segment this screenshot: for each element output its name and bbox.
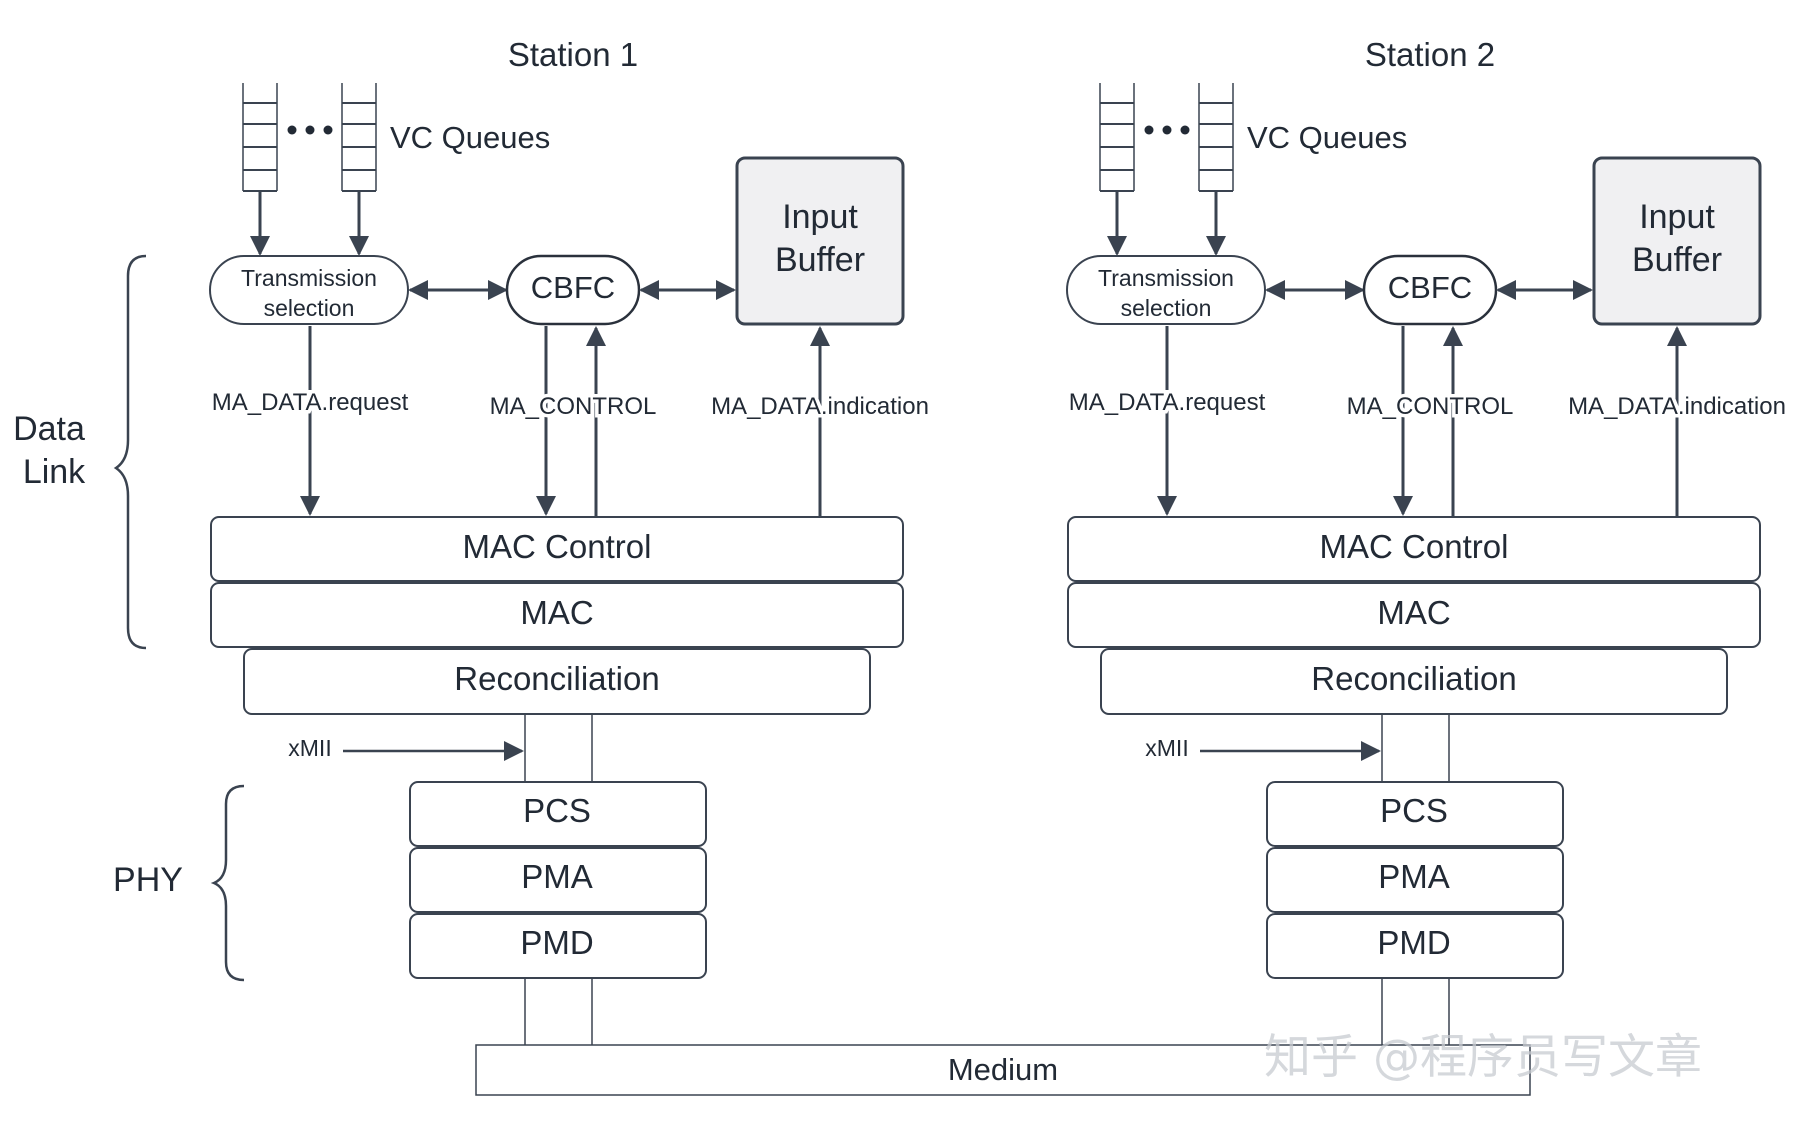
vc-queues-label: VC Queues — [390, 120, 550, 155]
transmission-selection-line2: selection — [264, 295, 355, 321]
reconciliation-label: Reconciliation — [1311, 660, 1516, 697]
data-link-label-line2: Link — [23, 453, 86, 491]
pcs-box: PCS — [409, 781, 707, 847]
vc-queue-ellipsis-icon — [287, 125, 333, 135]
pmd-label: PMD — [1377, 924, 1450, 961]
input-buffer-line1: Input — [782, 198, 858, 236]
mac-box: MAC — [210, 582, 904, 648]
phy-brace — [210, 784, 245, 982]
xmii-label: xMII — [288, 735, 331, 761]
mac-control-box: MAC Control — [1067, 516, 1761, 582]
mac-control-label: MAC Control — [1320, 528, 1509, 565]
pmd-box: PMD — [409, 913, 707, 979]
vc-queue-2 — [341, 83, 377, 192]
pcs-label: PCS — [523, 792, 591, 829]
ma-control-label: MA_CONTROL — [1347, 393, 1514, 420]
vc-queue-1 — [1099, 83, 1135, 192]
cbfc-label: CBFC — [531, 270, 615, 305]
pcs-label: PCS — [1380, 792, 1448, 829]
phy-label: PHY — [113, 861, 183, 899]
reconciliation-label: Reconciliation — [454, 660, 659, 697]
station-1-title: Station 1 — [508, 36, 638, 73]
medium-label: Medium — [948, 1052, 1058, 1087]
transmission-selection-line1: Transmission — [241, 265, 377, 291]
vc-queue-ellipsis-icon — [1144, 125, 1190, 135]
cbfc-label: CBFC — [1388, 270, 1472, 305]
data-link-label-line1: Data — [13, 410, 85, 448]
cbfc-pill: CBFC — [505, 254, 641, 326]
input-buffer-line1: Input — [1639, 198, 1715, 236]
pma-label: PMA — [521, 858, 593, 895]
xmii-interface: xMII — [1145, 715, 1450, 781]
transmission-selection-pill: Transmission selection — [209, 255, 409, 325]
mac-label: MAC — [520, 594, 593, 631]
phy-layer-group: PHY — [113, 784, 245, 982]
xmii-label: xMII — [1145, 735, 1188, 761]
input-buffer-line2: Buffer — [1632, 241, 1722, 279]
transmission-selection-line1: Transmission — [1098, 265, 1234, 291]
mac-label: MAC — [1377, 594, 1450, 631]
pma-box: PMA — [409, 847, 707, 913]
data-link-brace — [113, 254, 147, 650]
cbfc-pill: CBFC — [1362, 254, 1498, 326]
input-buffer-line2: Buffer — [775, 241, 865, 279]
pma-box: PMA — [1266, 847, 1564, 913]
station-2-medium-link — [1381, 979, 1450, 1045]
xmii-interface: xMII — [288, 715, 593, 781]
mac-box: MAC — [1067, 582, 1761, 648]
watermark: 知乎 @程序员写文章 — [1264, 1030, 1702, 1085]
transmission-selection-pill: Transmission selection — [1066, 255, 1266, 325]
transmission-selection-line2: selection — [1121, 295, 1212, 321]
reconciliation-box: Reconciliation — [243, 648, 871, 715]
pmd-box: PMD — [1266, 913, 1564, 979]
station-2-title: Station 2 — [1365, 36, 1495, 73]
ma-control-label: MA_CONTROL — [490, 393, 657, 420]
station-1-medium-link — [524, 979, 593, 1045]
pma-label: PMA — [1378, 858, 1450, 895]
ma-data-indication-label: MA_DATA.indication — [711, 393, 929, 420]
station-2: Station 2 VC Queues Transmission selecti… — [1065, 36, 1789, 1045]
pcs-box: PCS — [1266, 781, 1564, 847]
mac-control-box: MAC Control — [210, 516, 904, 582]
medium-box: Medium — [475, 1044, 1531, 1096]
station-1: Station 1 VC Queues Transmission selecti… — [208, 36, 932, 1045]
input-buffer-box: Input Buffer — [1592, 156, 1762, 326]
pmd-label: PMD — [520, 924, 593, 961]
vc-queue-1 — [242, 83, 278, 192]
data-link-layer-group: Data Link — [13, 254, 147, 650]
ma-data-request-label: MA_DATA.request — [1069, 389, 1266, 416]
input-buffer-box: Input Buffer — [735, 156, 905, 326]
vc-queues-label: VC Queues — [1247, 120, 1407, 155]
mac-control-label: MAC Control — [463, 528, 652, 565]
vc-queue-2 — [1198, 83, 1234, 192]
ma-data-indication-label: MA_DATA.indication — [1568, 393, 1786, 420]
reconciliation-box: Reconciliation — [1100, 648, 1728, 715]
ma-data-request-label: MA_DATA.request — [212, 389, 409, 416]
